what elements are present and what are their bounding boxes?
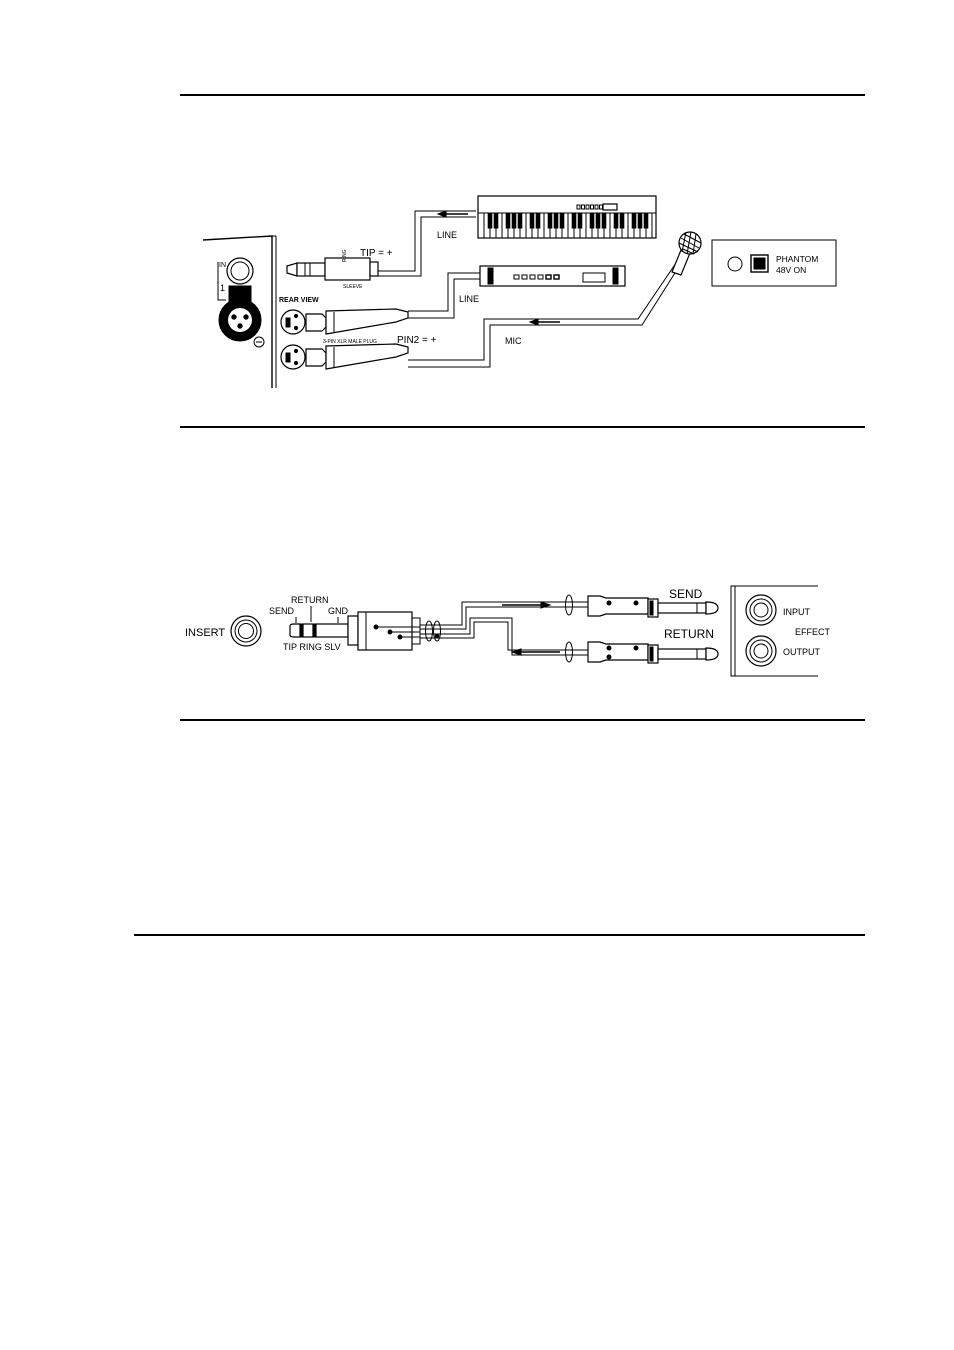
insert-label: INSERT — [185, 627, 225, 639]
insert-return-label: RETURN — [291, 595, 329, 605]
insert-effect-diagram: INSERT SEND RETURN GND TIP RING SLV — [0, 0, 954, 720]
send-plug-label: SEND — [669, 587, 703, 601]
return-plug: RETURN — [588, 627, 718, 663]
effect-unit-panel: INPUT EFFECT OUTPUT — [731, 586, 831, 676]
insert-jack: INSERT — [185, 616, 261, 646]
insert-gnd-label: GND — [328, 606, 349, 616]
divider-rule-3 — [134, 934, 865, 936]
effect-output-label: OUTPUT — [783, 647, 821, 657]
return-plug-label: RETURN — [664, 627, 714, 641]
insert-cables — [420, 595, 588, 662]
effect-input-label: INPUT — [783, 607, 811, 617]
insert-send-label: SEND — [269, 606, 295, 616]
tip-ring-slv-label: TIP RING SLV — [283, 642, 341, 652]
send-plug: SEND — [588, 587, 718, 617]
insert-trs-plug: SEND RETURN GND TIP RING SLV — [269, 595, 441, 652]
effect-label: EFFECT — [795, 627, 831, 637]
